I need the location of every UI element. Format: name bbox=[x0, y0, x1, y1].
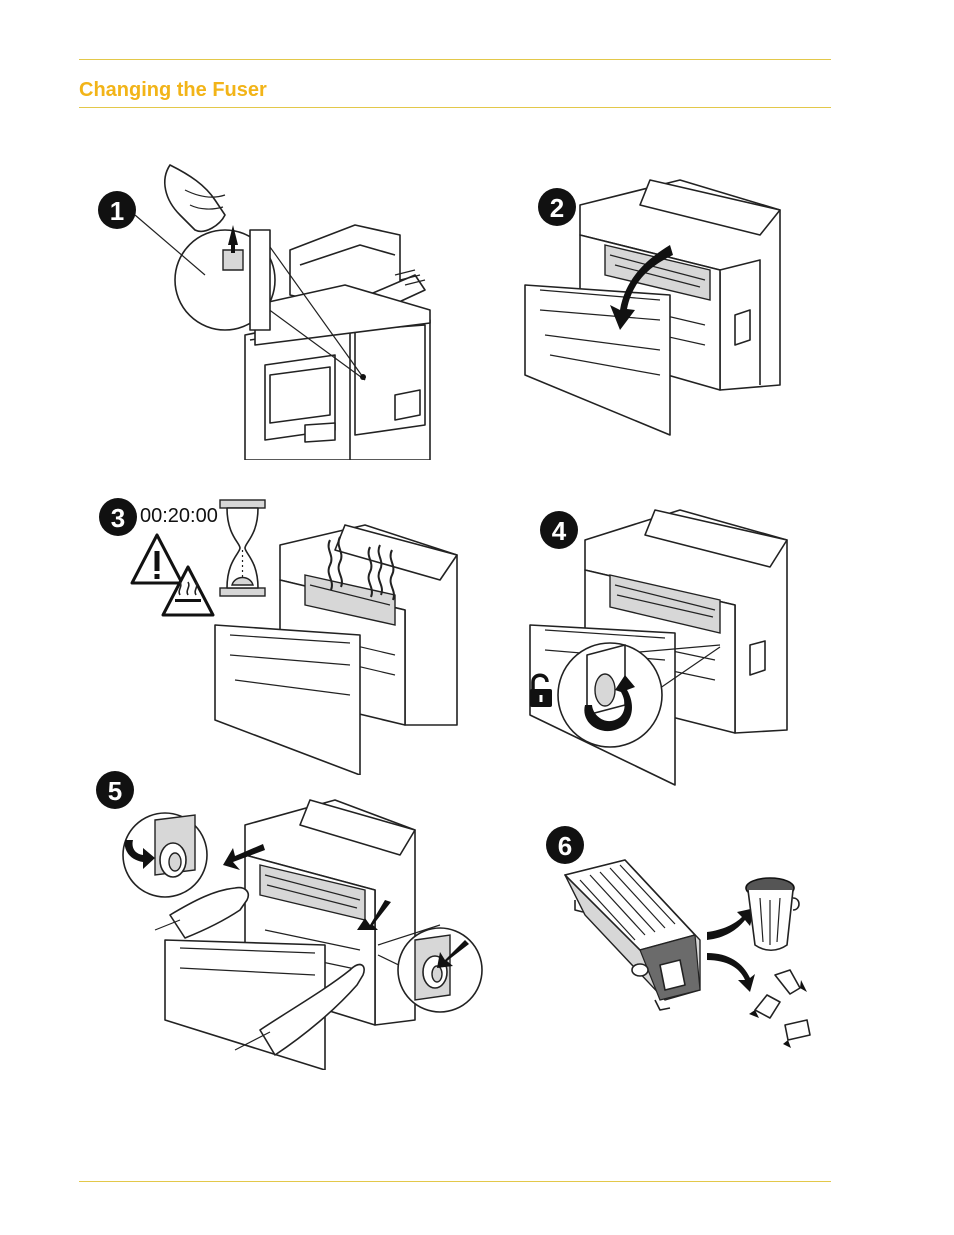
step-6-badge: 6 bbox=[545, 825, 585, 865]
step-4-number: 4 bbox=[552, 516, 567, 546]
step-5-number: 5 bbox=[108, 776, 122, 806]
step-3-illustration: 00:20:00 3 bbox=[95, 495, 460, 775]
step-4-badge: 4 bbox=[539, 510, 579, 550]
step-1-badge: 1 bbox=[97, 190, 137, 230]
hourglass-icon bbox=[220, 500, 265, 596]
step-2-illustration: 2 bbox=[520, 175, 785, 437]
warning-icon bbox=[132, 535, 182, 583]
top-rule bbox=[79, 59, 831, 60]
step-3-number: 3 bbox=[111, 503, 125, 533]
step-1-number: 1 bbox=[110, 196, 124, 226]
footer-rule bbox=[79, 1181, 831, 1182]
step-2-badge: 2 bbox=[537, 187, 577, 227]
trash-can-icon bbox=[746, 878, 799, 950]
step-1-illustration: 1 bbox=[95, 155, 435, 460]
step-5-illustration: 5 bbox=[95, 770, 485, 1070]
step-6-number: 6 bbox=[558, 831, 572, 861]
step-2-number: 2 bbox=[550, 193, 564, 223]
title-rule bbox=[79, 107, 831, 108]
page-title: Changing the Fuser bbox=[79, 79, 267, 102]
step-4-illustration: 4 bbox=[525, 505, 790, 787]
timer-text: 00:20:00 bbox=[140, 505, 218, 527]
step-6-illustration: 6 bbox=[545, 820, 815, 1050]
step-3-badge: 3 bbox=[98, 497, 138, 537]
recycle-icon bbox=[749, 970, 810, 1048]
step-5-badge: 5 bbox=[95, 770, 135, 810]
